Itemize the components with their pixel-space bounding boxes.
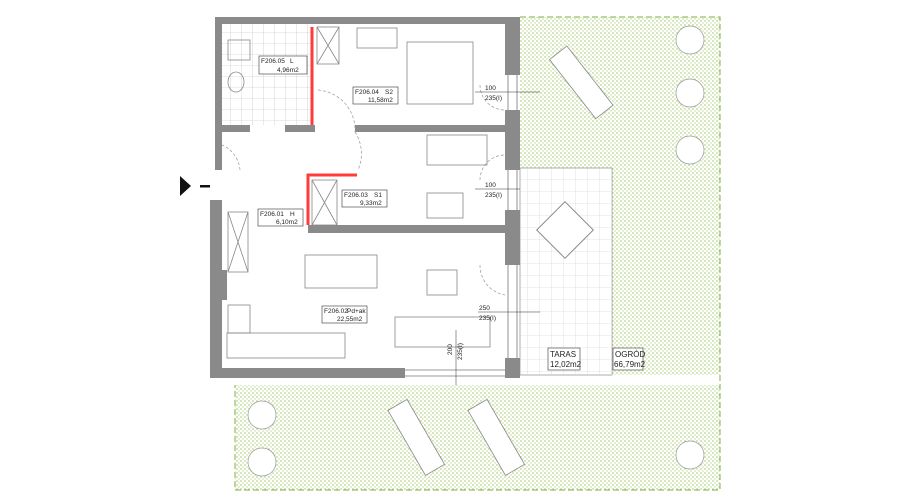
svg-text:F206.03: F206.03 [344, 192, 368, 199]
svg-text:250: 250 [479, 305, 490, 312]
svg-text:S2: S2 [385, 89, 393, 96]
room-label-bedroom-2: F206.04 S2 11,58m2 [352, 86, 399, 105]
window-dimension-1: 100 235(I) [475, 85, 540, 102]
window-dimension-2: 100 235(I) [475, 182, 520, 199]
svg-text:F206.04: F206.04 [355, 89, 379, 96]
svg-text:F206.05: F206.05 [261, 58, 285, 65]
svg-text:9,33m2: 9,33m2 [360, 200, 382, 207]
svg-text:100: 100 [485, 182, 496, 189]
window-dimension-3: 250 235(I) [478, 305, 540, 322]
terrace-label: TARAS 12,02m2 [547, 347, 582, 371]
svg-text:12,02m2: 12,02m2 [550, 360, 582, 369]
highlighted-walls [306, 27, 357, 225]
room-label-living-kitchen: F206.02 Pd+ak 22,55m2 [321, 305, 368, 324]
bathroom-tiles [222, 24, 312, 125]
room-label-hall: F206.01 H 6,10m2 [257, 208, 304, 227]
svg-text:S1: S1 [374, 192, 382, 199]
svg-text:235(I): 235(I) [485, 192, 502, 199]
svg-text:235(I): 235(I) [485, 95, 502, 102]
windows [405, 75, 518, 377]
sun-lounger-icons [387, 45, 614, 476]
svg-text:TARAS: TARAS [550, 350, 576, 359]
svg-text:L: L [290, 58, 294, 65]
svg-text:F206.02: F206.02 [324, 308, 348, 315]
svg-text:200: 200 [447, 344, 454, 355]
svg-text:Pd+ak: Pd+ak [347, 308, 366, 315]
svg-text:F206.01: F206.01 [260, 211, 284, 218]
walls [210, 17, 520, 378]
window-dimension-4: 200 235(I) [447, 330, 464, 385]
svg-text:11,58m2: 11,58m2 [368, 97, 393, 104]
svg-text:OGRÓD: OGRÓD [615, 350, 645, 359]
room-label-bathroom: F206.05 L 4,96m2 [258, 55, 308, 75]
svg-text:4,96m2: 4,96m2 [277, 67, 299, 74]
svg-text:100: 100 [485, 85, 496, 92]
svg-text:22,55m2: 22,55m2 [337, 316, 363, 323]
terrace [519, 167, 613, 376]
svg-text:H: H [290, 211, 295, 218]
svg-text:66,79m2: 66,79m2 [614, 360, 646, 369]
room-label-bedroom-1: F206.03 S1 9,33m2 [341, 189, 388, 208]
svg-text:6,10m2: 6,10m2 [276, 219, 298, 226]
door-swings [221, 84, 506, 296]
svg-text:235(I): 235(I) [457, 343, 464, 360]
plant-icons [247, 25, 705, 477]
furniture [226, 26, 491, 359]
svg-text:235(I): 235(I) [479, 315, 496, 322]
entrance-marker [180, 176, 210, 196]
garden-label: OGRÓD 66,79m2 [612, 347, 646, 371]
